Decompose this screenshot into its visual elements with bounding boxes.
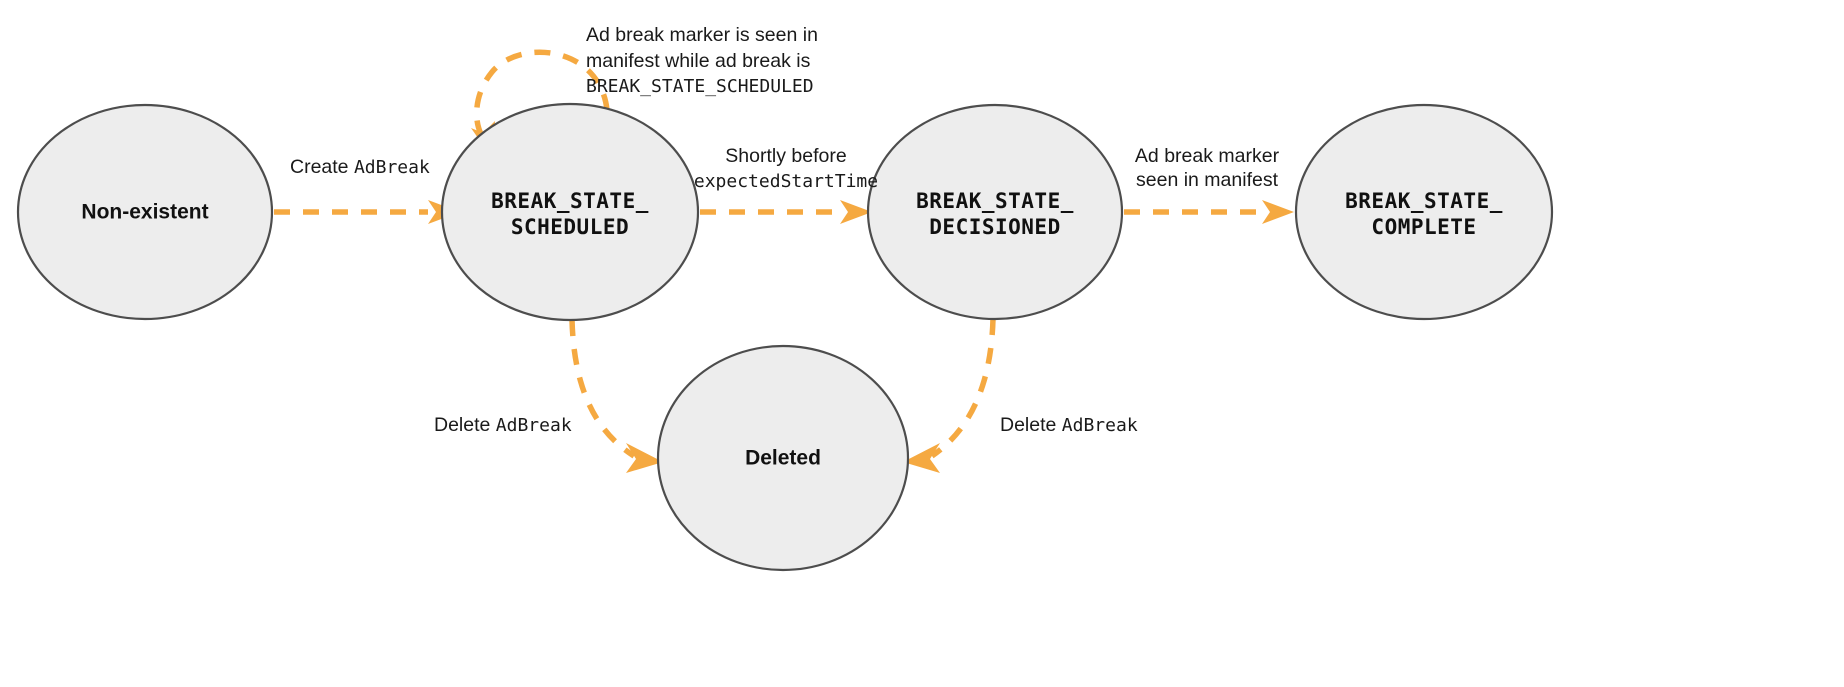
edge-delete-from-decisioned-arrowhead: [903, 443, 940, 473]
edge-marker-seen-manifest[interactable]: [1124, 200, 1294, 224]
edge-label-self-loop: Ad break marker is seen in manifest whil…: [586, 24, 818, 97]
node-break-state-complete-label-line2: COMPLETE: [1371, 215, 1476, 239]
edge-shortly-before[interactable]: [700, 200, 872, 224]
edge-label-delete-left-mono: AdBreak: [496, 415, 572, 436]
edge-label-marker-seen-line2: seen in manifest: [1136, 169, 1279, 191]
edge-delete-from-decisioned-line: [930, 318, 996, 459]
edge-label-shortly-before: Shortly before expectedStartTime: [694, 145, 878, 192]
edge-label-self-loop-line2: manifest while ad break is: [586, 50, 811, 72]
node-non-existent-label: Non-existent: [81, 201, 208, 224]
edge-label-delete-left-sans: Delete: [434, 414, 496, 436]
node-non-existent-shape: [16, 103, 274, 321]
edge-delete-from-scheduled-arrowhead: [626, 443, 663, 473]
node-break-state-scheduled[interactable]: BREAK_STATE_ SCHEDULED: [440, 102, 700, 322]
edge-label-self-loop-line3: BREAK_STATE_SCHEDULED: [586, 76, 814, 97]
edge-label-marker-seen-line1: Ad break marker: [1135, 145, 1280, 167]
edge-create-adbreak[interactable]: [274, 200, 460, 224]
svg-text:Delete AdBreak: Delete AdBreak: [1000, 414, 1138, 436]
edge-marker-seen-manifest-arrowhead: [1262, 200, 1294, 224]
edge-label-delete-left: Delete AdBreak: [434, 414, 572, 436]
node-deleted-shape: [656, 344, 910, 572]
node-break-state-scheduled-label-line2: SCHEDULED: [511, 215, 629, 239]
node-deleted[interactable]: Deleted: [656, 344, 910, 572]
edge-label-delete-right: Delete AdBreak: [1000, 414, 1138, 436]
edge-label-self-loop-line1: Ad break marker is seen in: [586, 24, 818, 46]
node-non-existent[interactable]: Non-existent: [16, 103, 274, 321]
edge-label-delete-right-mono: AdBreak: [1062, 415, 1138, 436]
edge-label-delete-right-sans: Delete: [1000, 414, 1062, 436]
node-break-state-complete-shape: [1294, 103, 1554, 321]
node-break-state-decisioned-label-line2: DECISIONED: [929, 215, 1060, 239]
svg-text:Create AdBreak: Create AdBreak: [290, 156, 430, 178]
edge-label-create-adbreak: Create AdBreak: [290, 156, 430, 178]
node-break-state-decisioned[interactable]: BREAK_STATE_ DECISIONED: [866, 103, 1124, 321]
node-break-state-complete[interactable]: BREAK_STATE_ COMPLETE: [1294, 103, 1554, 321]
edge-delete-from-decisioned[interactable]: [903, 318, 996, 473]
edge-delete-from-scheduled[interactable]: [569, 319, 663, 473]
node-break-state-decisioned-label-line1: BREAK_STATE_: [916, 189, 1074, 213]
node-break-state-scheduled-shape: [440, 102, 700, 322]
node-break-state-decisioned-shape: [866, 103, 1124, 321]
edge-label-marker-seen-manifest: Ad break marker seen in manifest: [1135, 145, 1280, 191]
node-break-state-complete-label-line1: BREAK_STATE_: [1345, 189, 1503, 213]
svg-text:Delete AdBreak: Delete AdBreak: [434, 414, 572, 436]
edge-label-shortly-before-line1: Shortly before: [725, 145, 846, 167]
edge-label-create-adbreak-sans: Create: [290, 156, 354, 178]
node-deleted-label: Deleted: [745, 447, 821, 470]
edge-label-create-adbreak-mono: AdBreak: [354, 157, 430, 178]
edge-self-loop-line: [473, 49, 610, 136]
edge-shortly-before-arrowhead: [840, 200, 872, 224]
edge-label-shortly-before-line2: expectedStartTime: [694, 171, 878, 192]
node-break-state-scheduled-label-line1: BREAK_STATE_: [491, 189, 649, 213]
edge-delete-from-scheduled-line: [569, 319, 636, 459]
